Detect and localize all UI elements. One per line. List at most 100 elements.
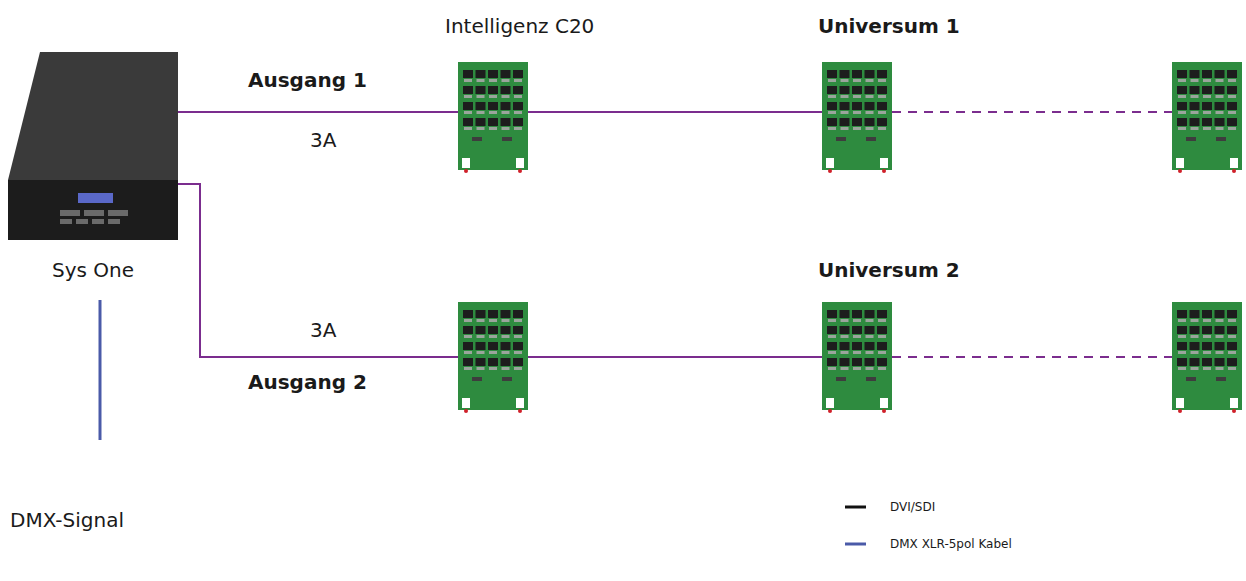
board-pad [853, 367, 861, 370]
board-pad [1203, 127, 1211, 130]
board-terminal [826, 398, 834, 408]
board-pad [1191, 79, 1199, 82]
board-connector [865, 118, 875, 126]
board-connector [827, 326, 837, 334]
board-connector [865, 358, 875, 366]
board-pad [828, 79, 836, 82]
board-pad [514, 367, 522, 370]
board-chip [502, 137, 512, 141]
cable-connector [528, 112, 822, 113]
board-pad [878, 367, 886, 370]
board-led [1178, 169, 1182, 173]
node-heading: Universum 1 [818, 14, 960, 38]
board-terminal [1230, 158, 1238, 168]
board-terminal [462, 398, 470, 408]
board-pad [477, 351, 485, 354]
board-pad [866, 319, 874, 322]
board-terminal [516, 158, 524, 168]
board-pad [841, 367, 849, 370]
board-connector [1215, 310, 1225, 318]
board-terminal [1230, 398, 1238, 408]
text-label: DMX-Signal [10, 508, 124, 532]
board-pad [1203, 351, 1211, 354]
legend-text: DMX XLR-5pol Kabel [890, 537, 1012, 551]
board-pad [841, 127, 849, 130]
board-chip [1216, 377, 1226, 381]
board-pad [1178, 351, 1186, 354]
board-connector [476, 70, 486, 78]
board-connector [865, 326, 875, 334]
board-connector [513, 86, 523, 94]
board-pad [878, 127, 886, 130]
board-connector [488, 118, 498, 126]
board-pad [866, 95, 874, 98]
device-top [8, 52, 178, 180]
board-connector [1190, 310, 1200, 318]
board-chip [502, 377, 512, 381]
board-connector [463, 102, 473, 110]
board-pad [502, 319, 510, 322]
board-connector [877, 102, 887, 110]
legend-line [845, 543, 866, 546]
board-pad [502, 79, 510, 82]
board-connector [877, 342, 887, 350]
cable-connector [178, 112, 458, 113]
board-connector [877, 326, 887, 334]
board-chip [866, 137, 876, 141]
device-display [78, 193, 113, 203]
board-connector [1202, 326, 1212, 334]
board-pad [1178, 95, 1186, 98]
board-pad [477, 127, 485, 130]
board-pad [841, 79, 849, 82]
edge-label: 3A [310, 128, 336, 152]
board-pad [1228, 335, 1236, 338]
board-connector [1177, 326, 1187, 334]
board-pad [477, 111, 485, 114]
board-connector [513, 342, 523, 350]
board-connector [840, 118, 850, 126]
board-connector [463, 326, 473, 334]
board-led [518, 169, 522, 173]
board-connector [1215, 326, 1225, 334]
board-pad [1191, 95, 1199, 98]
chain-wire-dashed [892, 356, 1172, 358]
board-pad [514, 79, 522, 82]
board-connector [1202, 86, 1212, 94]
board-pad [502, 351, 510, 354]
board-connector [476, 118, 486, 126]
board-pad [1191, 111, 1199, 114]
board-pad [828, 95, 836, 98]
board-connector [513, 326, 523, 334]
node-heading: Universum 2 [818, 258, 960, 282]
board-connector [852, 118, 862, 126]
device-button [60, 219, 72, 224]
led-board-node: Universum 1 [822, 62, 892, 170]
board-pad [1216, 367, 1224, 370]
board-connector [827, 310, 837, 318]
led-board [822, 62, 892, 170]
board-connector [1227, 86, 1237, 94]
board-connector [1215, 358, 1225, 366]
device-button [108, 210, 128, 216]
led-board [822, 302, 892, 410]
board-connector [865, 70, 875, 78]
board-pad [866, 335, 874, 338]
chain-wire [528, 356, 822, 358]
board-connector [840, 358, 850, 366]
board-connector [1215, 342, 1225, 350]
board-pad [878, 335, 886, 338]
board-connector [1190, 358, 1200, 366]
board-pad [464, 79, 472, 82]
board-connector [877, 70, 887, 78]
board-pad [1228, 367, 1236, 370]
output-wire [178, 184, 458, 357]
chain-wire-dashed [892, 111, 1172, 113]
board-connector [1177, 342, 1187, 350]
board-connector [1190, 342, 1200, 350]
board-connector [1227, 342, 1237, 350]
board-connector [1202, 70, 1212, 78]
board-connector [501, 310, 511, 318]
board-connector [463, 342, 473, 350]
board-pad [514, 95, 522, 98]
board-pad [1228, 111, 1236, 114]
